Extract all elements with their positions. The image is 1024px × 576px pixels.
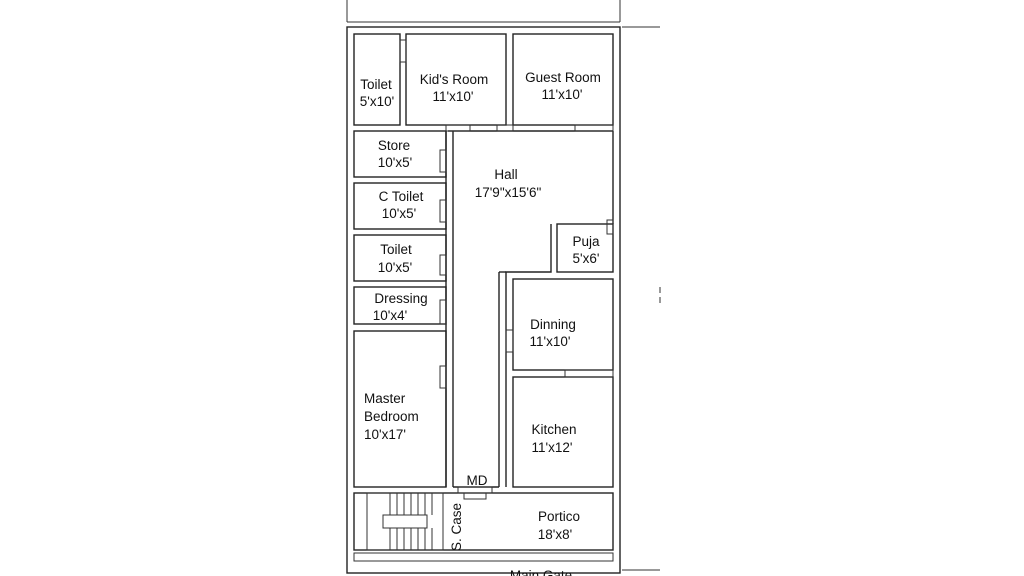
dinning-walls: [512, 278, 614, 371]
c-toilet-size: 10'x5': [382, 206, 416, 221]
door-puja: [606, 219, 614, 235]
dressing-name: Dressing: [374, 291, 427, 306]
door-master-bedroom: [439, 365, 447, 389]
c-toilet-name: C Toilet: [379, 189, 424, 204]
guest-room-name: Guest Room: [525, 70, 601, 85]
master-bedroom-name-line2: Bedroom: [364, 409, 419, 424]
kitchen-size: 11'x12': [532, 440, 573, 455]
hall-name: Hall: [494, 167, 517, 182]
hall-size: 17'9"x15'6": [475, 185, 542, 200]
room-walls: [353, 33, 614, 562]
master-bedroom-name-line1: Master: [364, 391, 406, 406]
dinning-name: Dinning: [530, 317, 576, 332]
dressing-size: 10'x4': [373, 308, 407, 323]
toilet-top-walls: [353, 33, 401, 126]
main-gate-label: Main Gate: [510, 568, 572, 576]
main-door-step: [463, 492, 487, 500]
door-guest-room-left: [496, 124, 514, 132]
puja-size: 5'x6': [573, 251, 600, 266]
toilet-top-name: Toilet: [360, 77, 392, 92]
toilet-mid-size: 10'x5': [378, 260, 412, 275]
kitchen-name: Kitchen: [531, 422, 576, 437]
doors: [399, 39, 614, 500]
staircase-label: S. Case: [449, 503, 464, 551]
guest-room-size: 11'x10': [542, 87, 583, 102]
master-bedroom-size: 10'x17': [364, 427, 406, 442]
front-boundary-wall: [353, 552, 614, 562]
guest-room-walls: [512, 33, 614, 126]
puja-name: Puja: [572, 234, 600, 249]
kids-room-name: Kid's Room: [420, 72, 489, 87]
staircase: [366, 492, 444, 551]
toilet-top-size: 5'x10': [360, 94, 394, 109]
door-c-toilet: [439, 199, 447, 223]
toilet-mid-name: Toilet: [380, 242, 412, 257]
store-name: Store: [378, 138, 410, 153]
store-size: 10'x5': [378, 155, 412, 170]
kids-room-size: 11'x10': [433, 89, 474, 104]
door-toilet-mid: [439, 254, 447, 276]
room-labels: Toilet 5'x10' Kid's Room 11'x10' Guest R…: [360, 70, 601, 576]
kitchen-walls: [512, 376, 614, 488]
main-door-label: MD: [467, 473, 488, 488]
door-kitchen: [564, 369, 614, 378]
door-guest-room: [574, 124, 614, 132]
portico-size: 18'x8': [538, 527, 572, 542]
portico-name: Portico: [538, 509, 580, 524]
outer-context-lines: [346, 0, 661, 571]
door-toilet-top: [399, 39, 407, 63]
outer-wall: [346, 21, 621, 574]
door-kids-room: [445, 124, 471, 132]
puja-walls: [556, 223, 614, 273]
door-dinning: [505, 329, 514, 353]
dinning-size: 11'x10': [530, 334, 571, 349]
door-dressing: [439, 299, 447, 325]
door-store: [439, 149, 447, 173]
